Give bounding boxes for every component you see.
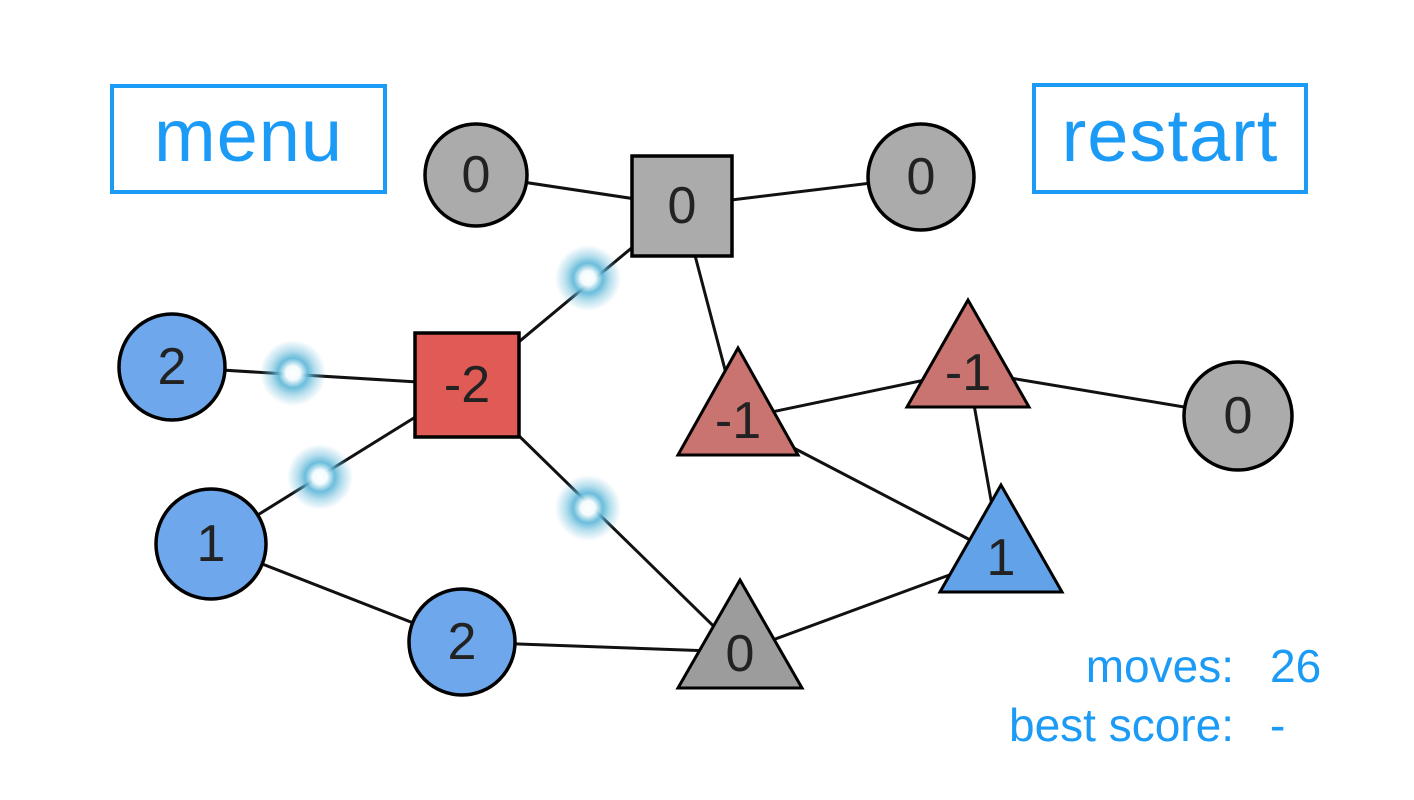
graph-node-circle-0[interactable] xyxy=(423,122,529,228)
score-panel: moves: 26 best score: - xyxy=(1009,640,1336,752)
best-score-value: - xyxy=(1270,699,1286,752)
moves-value: 26 xyxy=(1270,640,1322,693)
graph-node-triangle--1[interactable] xyxy=(675,344,801,457)
graph-node-triangle-0[interactable] xyxy=(675,576,805,690)
node-value-label: -1 xyxy=(945,344,991,402)
graph-node-triangle--1[interactable] xyxy=(904,296,1032,409)
edge-glow-marker[interactable] xyxy=(260,340,326,406)
node-value-label: -2 xyxy=(444,356,490,414)
edge-glow-marker[interactable] xyxy=(555,245,621,311)
edge-glow-marker[interactable] xyxy=(287,444,353,510)
edge-glow-marker[interactable] xyxy=(555,475,621,541)
graph-node-circle-2[interactable] xyxy=(407,587,517,697)
graph-node-circle-2[interactable] xyxy=(117,312,227,422)
node-value-label: 2 xyxy=(448,613,477,671)
node-value-label: 2 xyxy=(158,338,187,396)
graph-node-circle-0[interactable] xyxy=(1182,360,1294,472)
node-value-label: 0 xyxy=(907,148,936,206)
menu-button[interactable]: menu xyxy=(110,84,387,194)
node-value-label: 0 xyxy=(668,177,697,235)
restart-button[interactable]: restart xyxy=(1032,83,1308,194)
graph-node-square-0[interactable] xyxy=(630,154,734,258)
graph-node-circle-1[interactable] xyxy=(154,487,268,601)
graph-node-triangle-1[interactable] xyxy=(937,481,1065,594)
node-value-label: 0 xyxy=(726,625,755,683)
graph-node-circle-0[interactable] xyxy=(866,122,976,232)
moves-label: moves: xyxy=(1085,640,1234,693)
best-score-label: best score: xyxy=(1009,699,1234,752)
node-value-label: 1 xyxy=(987,529,1016,587)
node-value-label: 0 xyxy=(462,146,491,204)
node-value-label: 1 xyxy=(197,515,226,573)
node-value-label: 0 xyxy=(1224,387,1253,445)
node-value-label: -1 xyxy=(715,392,761,450)
graph-node-square--2[interactable] xyxy=(413,331,521,439)
